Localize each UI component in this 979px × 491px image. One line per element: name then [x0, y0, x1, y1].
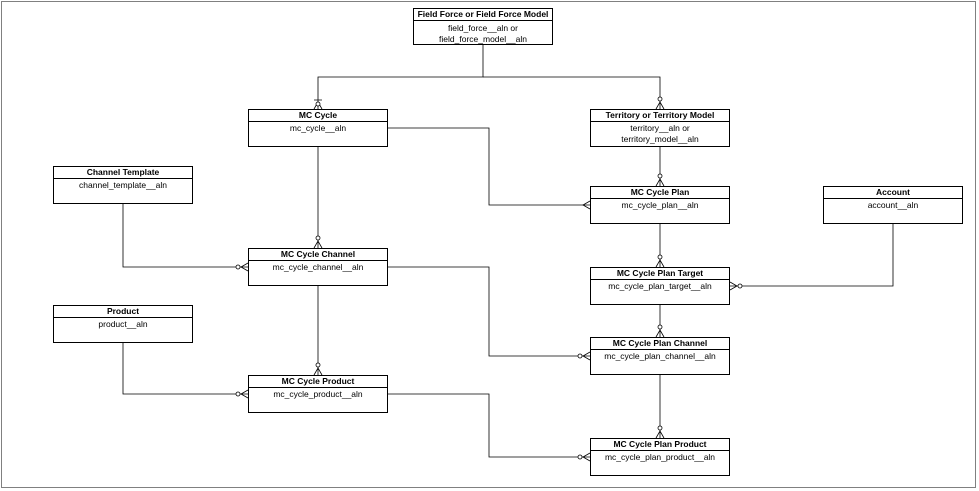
entity-territory[interactable]: Territory or Territory Model territory__…: [590, 109, 730, 147]
entity-name: Account: [824, 187, 962, 199]
entity-mc-cycle-plan-product[interactable]: MC Cycle Plan Product mc_cycle_plan_prod…: [590, 438, 730, 476]
rel-product-mccycleproduct: [122, 343, 248, 395]
entity-name: MC Cycle: [249, 110, 387, 122]
entity-mc-cycle-product[interactable]: MC Cycle Product mc_cycle_product__aln: [248, 375, 388, 413]
entity-field-force[interactable]: Field Force or Field Force Model field_f…: [413, 8, 553, 45]
rel-fieldforce-territory: [483, 76, 661, 109]
entity-name: MC Cycle Plan Product: [591, 439, 729, 451]
entity-attribute: product__aln: [98, 319, 148, 329]
entity-attribute: account__aln: [867, 200, 919, 210]
entity-name: Field Force or Field Force Model: [414, 9, 552, 21]
entity-attribute: mc_cycle__aln: [289, 123, 347, 133]
entity-attribute: mc_cycle_plan_target__aln: [608, 281, 712, 291]
entity-attribute: mc_cycle_product__aln: [273, 389, 363, 399]
entity-name: MC Cycle Plan Channel: [591, 338, 729, 350]
entity-name: MC Cycle Channel: [249, 249, 387, 261]
crowfoot-markers: [235, 96, 743, 462]
entity-attribute: territory_model__aln: [621, 133, 699, 144]
entity-name: Territory or Territory Model: [591, 110, 729, 122]
entity-mc-cycle-plan-channel[interactable]: MC Cycle Plan Channel mc_cycle_plan_chan…: [590, 337, 730, 375]
entity-attribute: mc_cycle_channel__aln: [272, 262, 364, 272]
entity-attribute: mc_cycle_plan_channel__aln: [604, 351, 716, 361]
rel-mccycleproduct-planproduct: [388, 393, 590, 458]
rel-fieldforce-mccycle: [317, 45, 484, 109]
entity-name: MC Cycle Product: [249, 376, 387, 388]
rel-mccyclechannel-planchannel: [388, 266, 590, 357]
entity-attribute: field_force_model__aln: [439, 33, 527, 44]
entity-channel-template[interactable]: Channel Template channel_template__aln: [53, 166, 193, 204]
entity-attribute: territory__aln or: [630, 123, 690, 133]
entity-name: Channel Template: [54, 167, 192, 179]
entity-mc-cycle[interactable]: MC Cycle mc_cycle__aln: [248, 109, 388, 147]
entity-attribute: mc_cycle_plan__aln: [621, 200, 699, 210]
entity-attribute: channel_template__aln: [79, 180, 167, 190]
entity-attribute: mc_cycle_plan_product__aln: [604, 452, 716, 462]
entity-account[interactable]: Account account__aln: [823, 186, 963, 224]
entity-product[interactable]: Product product__aln: [53, 305, 193, 343]
rel-account-target: [730, 224, 894, 287]
rel-mccycle-mccycleplan: [388, 127, 590, 206]
entity-name: MC Cycle Plan: [591, 187, 729, 199]
entity-name: Product: [54, 306, 192, 318]
entity-mc-cycle-plan-target[interactable]: MC Cycle Plan Target mc_cycle_plan_targe…: [590, 267, 730, 305]
rel-channeltemplate-mccyclechannel: [122, 204, 248, 268]
entity-mc-cycle-plan[interactable]: MC Cycle Plan mc_cycle_plan__aln: [590, 186, 730, 224]
entity-attribute: field_force__aln or: [448, 23, 518, 33]
entity-name: MC Cycle Plan Target: [591, 268, 729, 280]
entity-mc-cycle-channel[interactable]: MC Cycle Channel mc_cycle_channel__aln: [248, 248, 388, 286]
